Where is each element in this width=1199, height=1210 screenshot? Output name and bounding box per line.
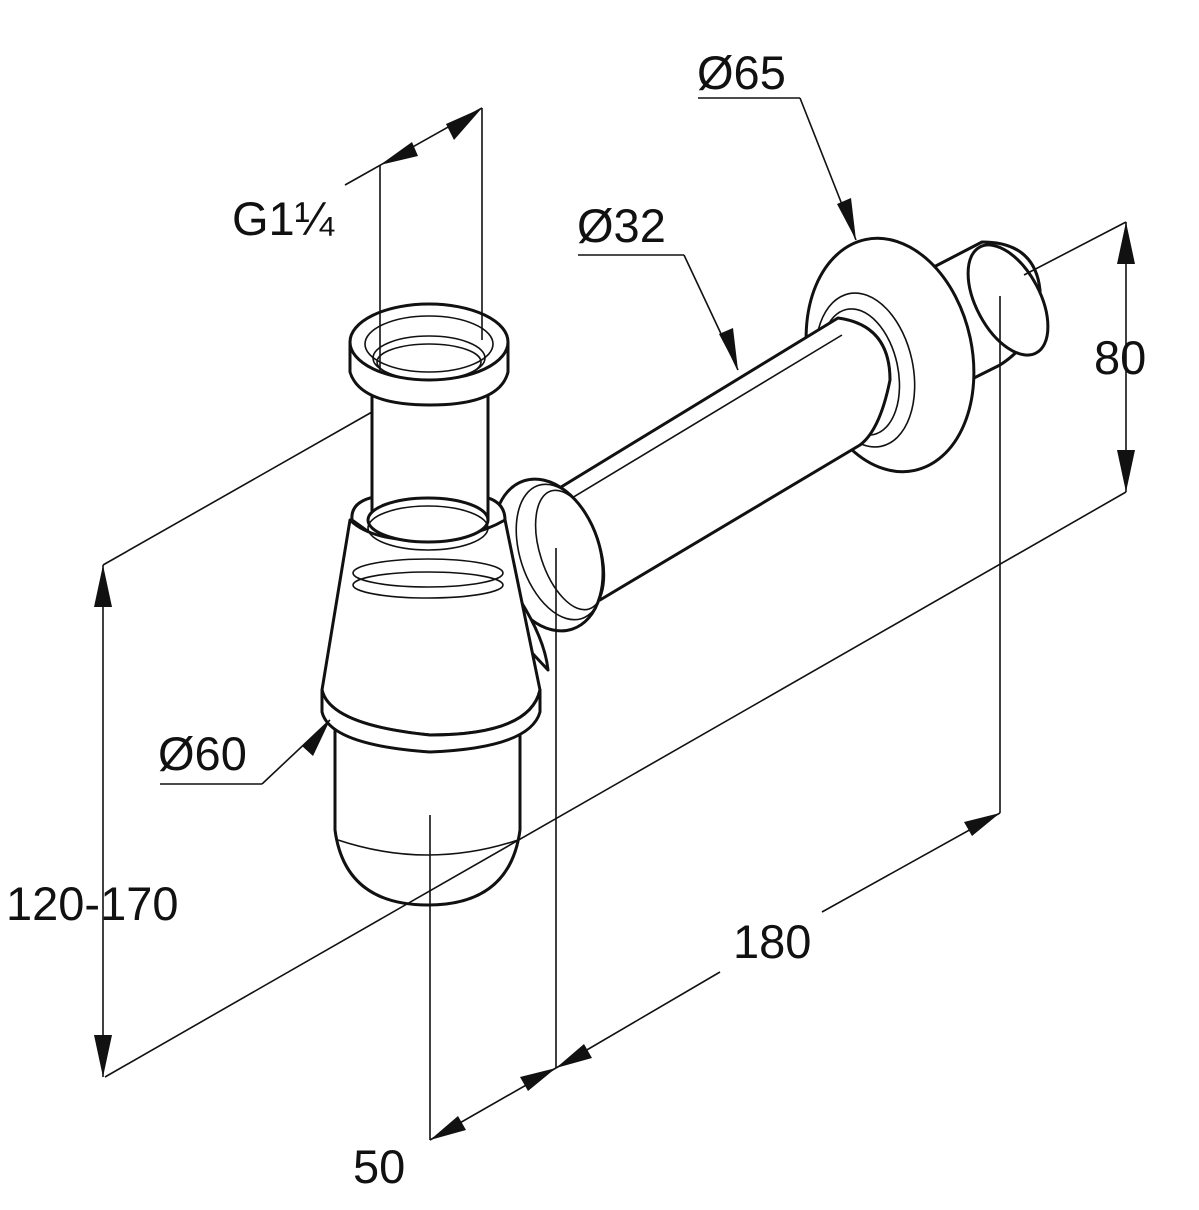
- height-range-label: 120-170: [6, 877, 179, 930]
- offset-label: 50: [353, 1140, 405, 1193]
- horizontal-drain-pipe: [546, 316, 892, 602]
- length-label: 180: [733, 915, 811, 968]
- bottle-cup: [333, 723, 522, 907]
- arrowhead: [94, 565, 112, 607]
- arrowhead: [430, 1116, 466, 1140]
- bottle-diameter-label: Ø60: [158, 727, 247, 780]
- wall-height-label: 80: [1094, 331, 1146, 384]
- top-inlet-ring: [348, 302, 510, 407]
- arrowhead: [446, 108, 482, 140]
- arrowhead: [556, 1044, 592, 1068]
- arrowhead: [719, 328, 738, 370]
- vertical-tailpiece: [366, 390, 490, 551]
- arrowhead: [380, 142, 418, 165]
- arrowhead: [520, 1068, 556, 1091]
- pipe-diameter-label: Ø32: [577, 199, 666, 252]
- arrowhead: [1117, 450, 1135, 492]
- dimension-arrows: [94, 108, 1135, 1140]
- arrowhead: [94, 1035, 112, 1077]
- rosette-diameter-label: Ø65: [697, 46, 786, 99]
- arrowhead: [1117, 222, 1135, 264]
- arrowhead: [302, 720, 330, 756]
- arrowhead: [964, 813, 1000, 836]
- arrowhead: [837, 198, 856, 240]
- bottle-collar: [320, 688, 542, 754]
- thread-size-label: G1¼: [232, 192, 335, 245]
